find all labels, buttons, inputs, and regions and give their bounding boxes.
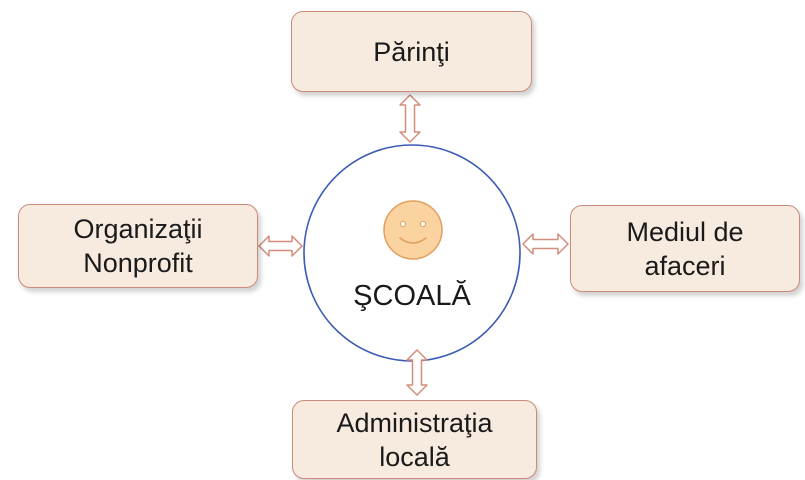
node-parents-label: Părinţi [373, 36, 450, 67]
node-administration-line1: Administraţia [336, 407, 493, 438]
node-nonprofit-organizations: Organizaţii Nonprofit [18, 204, 258, 288]
node-business-line1: Mediul de [626, 216, 744, 247]
node-local-administration: Administraţia locală [292, 400, 537, 479]
node-nonprofit-line2: Nonprofit [83, 248, 193, 278]
arrow-bottom [406, 349, 428, 396]
node-parents: Părinţi [291, 11, 532, 92]
arrow-top [399, 94, 421, 143]
arrow-left [258, 235, 303, 257]
node-business-line2: afaceri [644, 250, 726, 281]
node-nonprofit-line1: Organizaţii [73, 214, 203, 244]
node-business-environment: Mediul de afaceri [570, 205, 800, 292]
arrow-right [522, 233, 569, 255]
center-label: ŞCOALĂ [353, 280, 471, 312]
smiley-icon [383, 200, 443, 260]
node-administration-line2: locală [379, 441, 450, 472]
